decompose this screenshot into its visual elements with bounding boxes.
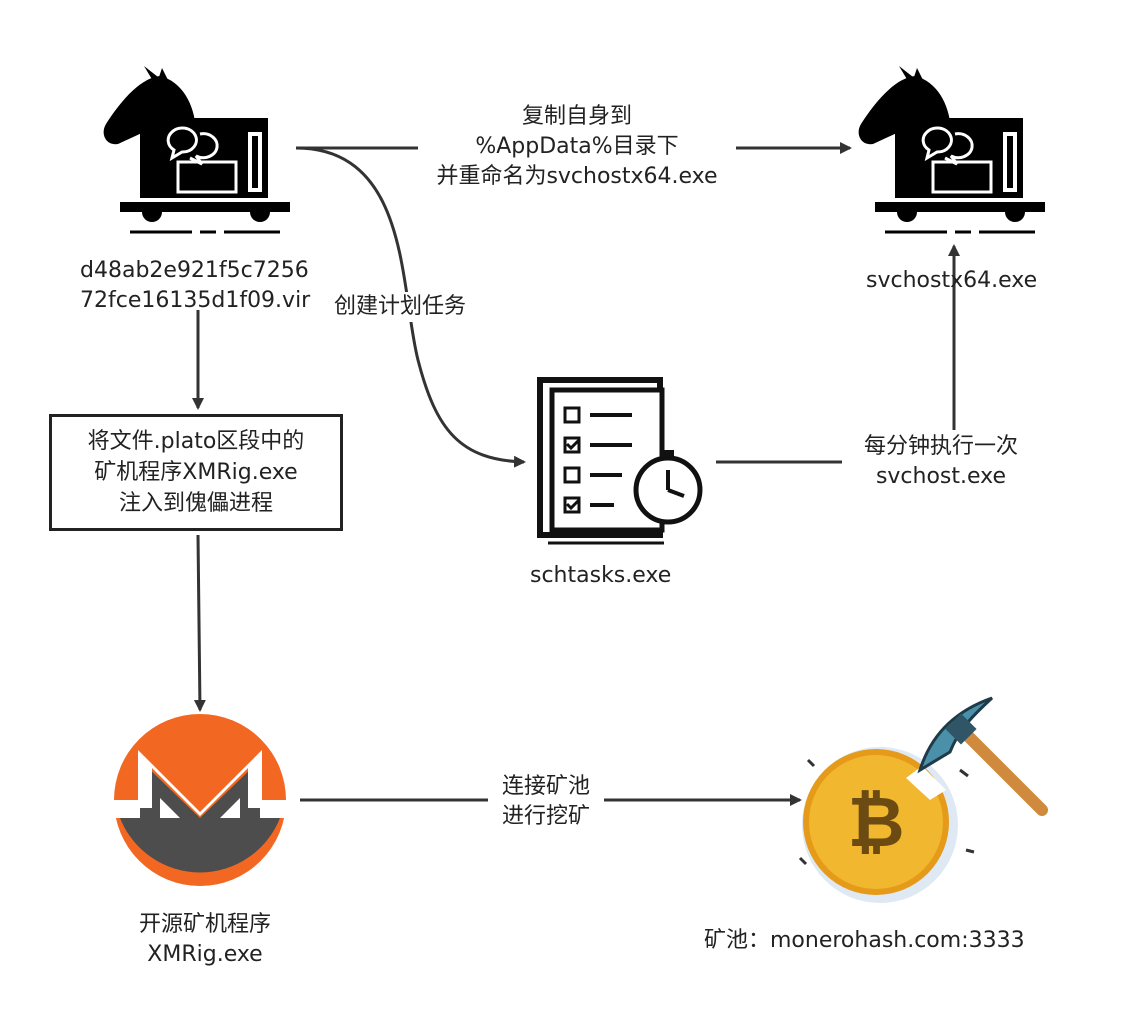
inject-process-box: 将文件.plato区段中的 矿机程序XMRig.exe 注入到傀儡进程: [49, 414, 343, 531]
connect-pool-line2: 进行挖矿: [501, 804, 590, 829]
mining-pool-label: 矿池：monerohash.com:3333: [704, 928, 1025, 953]
source-file-name-line1: d48ab2e921f5c7256: [80, 258, 309, 283]
inject-line3: 注入到傀儡进程: [118, 491, 273, 516]
xmrig-label-line2: XMRig.exe: [147, 942, 263, 967]
run-every-minute-line1: 每分钟执行一次: [863, 434, 1018, 459]
xmrig-label: 开源矿机程序 XMRig.exe: [110, 910, 300, 970]
inject-line2: 矿机程序XMRig.exe: [94, 460, 298, 485]
source-file-name-line2: 72fce16135d1f09.vir: [80, 288, 311, 313]
copied-file-name: svchostx64.exe: [866, 268, 1038, 293]
copy-edge-label: 复制自身到 %AppData%目录下 并重命名为svchostx64.exe: [418, 102, 736, 192]
bitcoin-mining-icon: ₿: [798, 696, 1048, 903]
xmrig-label-line1: 开源矿机程序: [138, 912, 271, 937]
trojan-horse-icon-copy: [857, 64, 1047, 234]
edge-run-every-minute: [716, 244, 960, 464]
scheduled-task-clipboard-icon: [537, 377, 703, 545]
create-task-edge-label: 创建计划任务: [334, 292, 467, 322]
trojan-horse-icon: [102, 64, 292, 234]
monero-logo-icon: [114, 714, 286, 886]
inject-line1: 将文件.plato区段中的: [87, 429, 305, 454]
run-every-minute-line2: svchost.exe: [875, 464, 1007, 489]
edge-to-xmrig: [193, 534, 206, 712]
copy-edge-line3: 并重命名为svchostx64.exe: [436, 164, 718, 189]
copy-edge-line1: 复制自身到: [521, 104, 632, 129]
connect-pool-line1: 连接矿池: [501, 774, 590, 799]
edge-create-task: [295, 146, 526, 468]
schtasks-label: schtasks.exe: [530, 563, 672, 588]
copy-edge-line2: %AppData%目录下: [475, 134, 679, 159]
connect-pool-label: 连接矿池 进行挖矿: [488, 772, 604, 832]
svg-text:₿: ₿: [847, 781, 904, 863]
run-every-minute-label: 每分钟执行一次 svchost.exe: [842, 432, 1040, 492]
source-file-name: d48ab2e921f5c7256 72fce16135d1f09.vir: [80, 256, 310, 316]
